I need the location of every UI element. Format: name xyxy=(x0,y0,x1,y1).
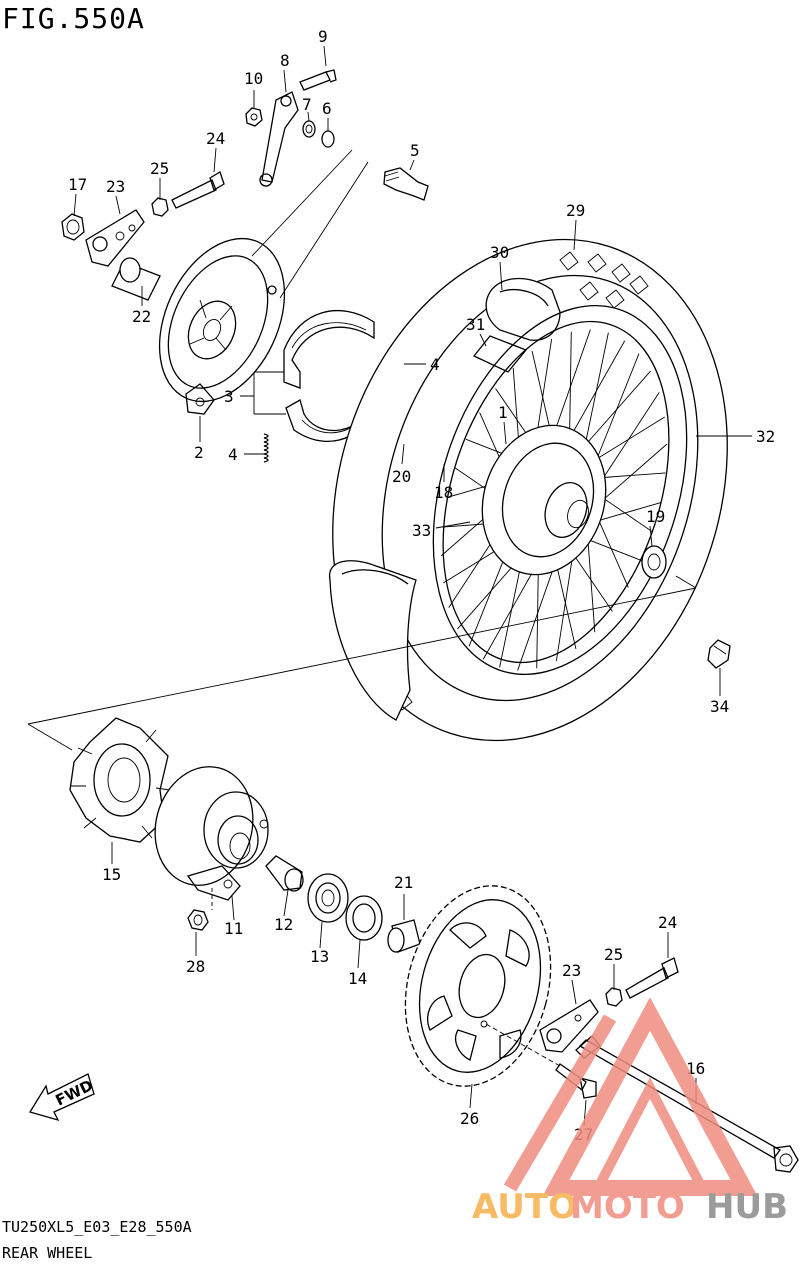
spoke xyxy=(482,563,538,660)
chain-adjuster-right[interactable] xyxy=(539,999,599,1053)
chain-adjuster-left[interactable] xyxy=(85,209,145,267)
brake-cam-nut[interactable] xyxy=(245,107,263,127)
inner-tube[interactable] xyxy=(485,277,561,341)
collar-drum[interactable] xyxy=(387,919,421,953)
leader-lines xyxy=(73,45,752,1127)
callout-7: 7 xyxy=(302,95,312,114)
callout-2: 2 xyxy=(194,443,204,462)
drum-spacer[interactable] xyxy=(265,855,304,892)
cap-nut[interactable] xyxy=(61,213,85,241)
spoke xyxy=(536,563,539,669)
callout-11: 11 xyxy=(224,919,243,938)
spoke xyxy=(531,351,553,437)
oil-seal[interactable] xyxy=(345,895,383,941)
callout-13: 13 xyxy=(310,947,329,966)
callout-3: 3 xyxy=(224,387,234,406)
callout-19: 19 xyxy=(646,507,665,526)
callout-10: 10 xyxy=(244,69,263,88)
brake-shoe-upper[interactable] xyxy=(283,309,375,389)
brake-panel[interactable] xyxy=(135,218,309,421)
spoke xyxy=(555,555,574,662)
valve-cap[interactable] xyxy=(707,639,731,669)
spoke xyxy=(598,521,629,588)
adjuster-nut-left[interactable] xyxy=(151,197,169,217)
watermark-hub: HUB xyxy=(706,1187,788,1227)
callout-6: 6 xyxy=(322,99,332,118)
callout-4-lower: 4 xyxy=(228,445,238,464)
callout-23-lower: 23 xyxy=(562,961,581,980)
diagram-code: TU250XL5_E03_E28_550A xyxy=(2,1218,192,1236)
callout-25-upper: 25 xyxy=(150,159,169,178)
callout-25-lower: 25 xyxy=(604,945,623,964)
callout-21: 21 xyxy=(394,873,413,892)
spoke xyxy=(604,392,660,477)
spoke xyxy=(573,554,613,612)
automotohub-watermark: AUTO MOTO HUB xyxy=(472,997,788,1227)
spoke xyxy=(604,472,666,478)
spoke xyxy=(586,370,651,445)
brake-cam-lever[interactable] xyxy=(259,69,337,187)
spoke xyxy=(555,563,577,649)
watermark-moto: MOTO xyxy=(570,1187,685,1227)
spoke xyxy=(604,443,668,499)
callout-18: 18 xyxy=(434,483,453,502)
callout-29: 29 xyxy=(566,201,585,220)
spoke xyxy=(604,499,654,533)
collar-spacer-left[interactable] xyxy=(111,257,161,301)
spoke xyxy=(552,329,591,437)
callout-30: 30 xyxy=(490,243,509,262)
spoke xyxy=(570,340,626,437)
spoke xyxy=(517,563,556,671)
o-ring[interactable] xyxy=(321,130,335,148)
callout-1: 1 xyxy=(498,403,508,422)
spoke xyxy=(598,416,665,459)
bearing-right[interactable] xyxy=(641,545,667,579)
callout-31: 31 xyxy=(466,315,485,334)
callout-24-upper: 24 xyxy=(206,129,225,148)
callout-4-upper: 4 xyxy=(430,355,440,374)
callout-24-lower: 24 xyxy=(658,913,677,932)
tire-cutaway xyxy=(329,560,417,721)
callout-34: 34 xyxy=(710,697,729,716)
spoke xyxy=(585,332,609,444)
callout-22: 22 xyxy=(132,307,151,326)
callout-33: 33 xyxy=(412,521,431,540)
spoke xyxy=(588,539,643,562)
figure-title: FIG.550A xyxy=(2,2,145,35)
watermark-auto: AUTO xyxy=(472,1187,577,1227)
callout-14: 14 xyxy=(348,969,367,988)
callout-labels: 9 8 10 7 6 5 24 17 23 25 29 30 31 22 4 3… xyxy=(68,27,775,1144)
callout-32: 32 xyxy=(756,427,775,446)
callout-8: 8 xyxy=(280,51,290,70)
spoke xyxy=(587,541,596,633)
callout-23-upper: 23 xyxy=(106,177,125,196)
wear-indicator-plate[interactable] xyxy=(302,120,316,138)
callout-12: 12 xyxy=(274,915,293,934)
wheel-hub[interactable] xyxy=(463,409,624,591)
spoke xyxy=(597,353,640,458)
callout-9: 9 xyxy=(318,27,328,46)
spoke xyxy=(599,502,661,521)
callout-28: 28 xyxy=(186,957,205,976)
cush-drive-damper[interactable] xyxy=(69,717,171,843)
callout-17: 17 xyxy=(68,175,87,194)
callout-26: 26 xyxy=(460,1109,479,1128)
sprocket-drum-nut[interactable] xyxy=(187,909,209,931)
callout-20: 20 xyxy=(392,467,411,486)
callout-5: 5 xyxy=(410,141,420,160)
shoe-spring-lower[interactable] xyxy=(263,433,269,463)
spoke xyxy=(499,556,523,668)
callout-15: 15 xyxy=(102,865,121,884)
forward-direction-arrow: FWD xyxy=(28,1073,96,1122)
spoke xyxy=(569,331,572,437)
rear-sprocket[interactable] xyxy=(384,869,572,1102)
bearing-drum[interactable] xyxy=(307,873,349,923)
adjuster-bolt-right[interactable] xyxy=(625,957,679,999)
brake-camshaft[interactable] xyxy=(383,167,429,201)
diagram-name: REAR WHEEL xyxy=(2,1244,93,1262)
adjuster-bolt-left[interactable] xyxy=(171,171,225,209)
adjuster-nut-right[interactable] xyxy=(605,987,623,1007)
sprocket-drum[interactable] xyxy=(142,756,269,901)
